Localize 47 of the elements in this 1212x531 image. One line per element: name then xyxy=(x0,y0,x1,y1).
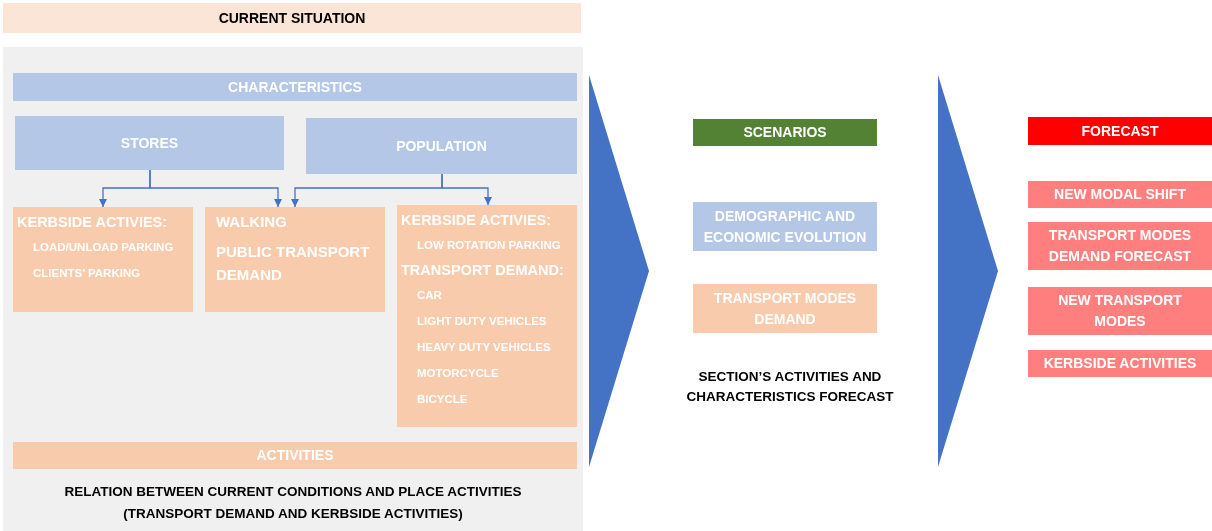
header-band xyxy=(3,3,581,33)
process-box xyxy=(693,284,877,333)
heading-text: WALKING xyxy=(215,212,288,232)
box-text: SCENARIOS xyxy=(743,123,827,142)
process-box xyxy=(693,119,877,146)
process-box xyxy=(13,207,193,312)
box-text: FORECAST xyxy=(1081,121,1159,141)
process-box xyxy=(1028,222,1212,270)
box-text: TRANSPORT MODES DEMAND FORECAST xyxy=(1047,226,1193,266)
box-text: STORES xyxy=(120,133,179,153)
list-item-text: MOTORCYCLE xyxy=(416,366,500,381)
heading-text: KERBSIDE ACTIVIES: xyxy=(17,213,169,232)
box-text: CURRENT SITUATION xyxy=(218,8,366,28)
arrow xyxy=(149,169,282,208)
box-text: KERBSIDE ACTIVITIES xyxy=(1043,354,1197,373)
list-item-text: LOAD/UNLOAD PARKING xyxy=(32,240,175,255)
list-item-text: LIGHT DUTY VEHICLES xyxy=(416,314,548,329)
box-text: TRANSPORT MODES DEMAND xyxy=(712,288,858,329)
process-box xyxy=(1028,287,1212,335)
box-text: CHARACTERISTICS xyxy=(228,77,362,97)
box-text: NEW TRANSPORT MODES xyxy=(1057,291,1183,331)
heading-text: TRANSPORT DEMAND: xyxy=(401,261,565,280)
box-text: ACTIVITIES xyxy=(256,446,334,465)
process-box xyxy=(15,116,284,170)
list-item-text: HEAVY DUTY VEHICLES xyxy=(416,340,552,355)
box-text: NEW MODAL SHIFT xyxy=(1054,185,1186,204)
list-item-text: LOW ROTATION PARKING xyxy=(416,238,562,253)
process-box xyxy=(13,442,577,469)
box-text: DEMOGRAPHIC AND ECONOMIC EVOLUTION xyxy=(702,206,868,247)
list-item-text: CLIENTS’ PARKING xyxy=(32,266,142,281)
process-box xyxy=(1028,117,1212,145)
panel-background xyxy=(3,47,583,531)
box-text: POPULATION xyxy=(396,136,487,156)
arrow xyxy=(441,173,492,206)
process-box xyxy=(1028,350,1212,377)
process-box xyxy=(693,202,877,251)
list-item-text: CAR xyxy=(416,288,443,303)
note-text: SECTION’S ACTIVITIES AND CHARACTERISTICS FORECAST xyxy=(685,368,895,406)
process-box xyxy=(13,73,577,101)
heading-text: PUBLIC TRANSPORT DEMAND xyxy=(215,242,371,285)
process-box xyxy=(397,205,577,427)
heading-text: KERBSIDE ACTIVIES: xyxy=(401,211,553,230)
list-item-text: BICYCLE xyxy=(416,392,469,407)
process-box xyxy=(306,118,577,174)
process-box xyxy=(1028,181,1212,208)
caption-text: RELATION BETWEEN CURRENT CONDITIONS AND PLACE ACTIVITIES (TRANSPORT DEMAND AND KERBSIDE ACTIVITIES) xyxy=(63,483,523,523)
process-box xyxy=(205,207,385,312)
